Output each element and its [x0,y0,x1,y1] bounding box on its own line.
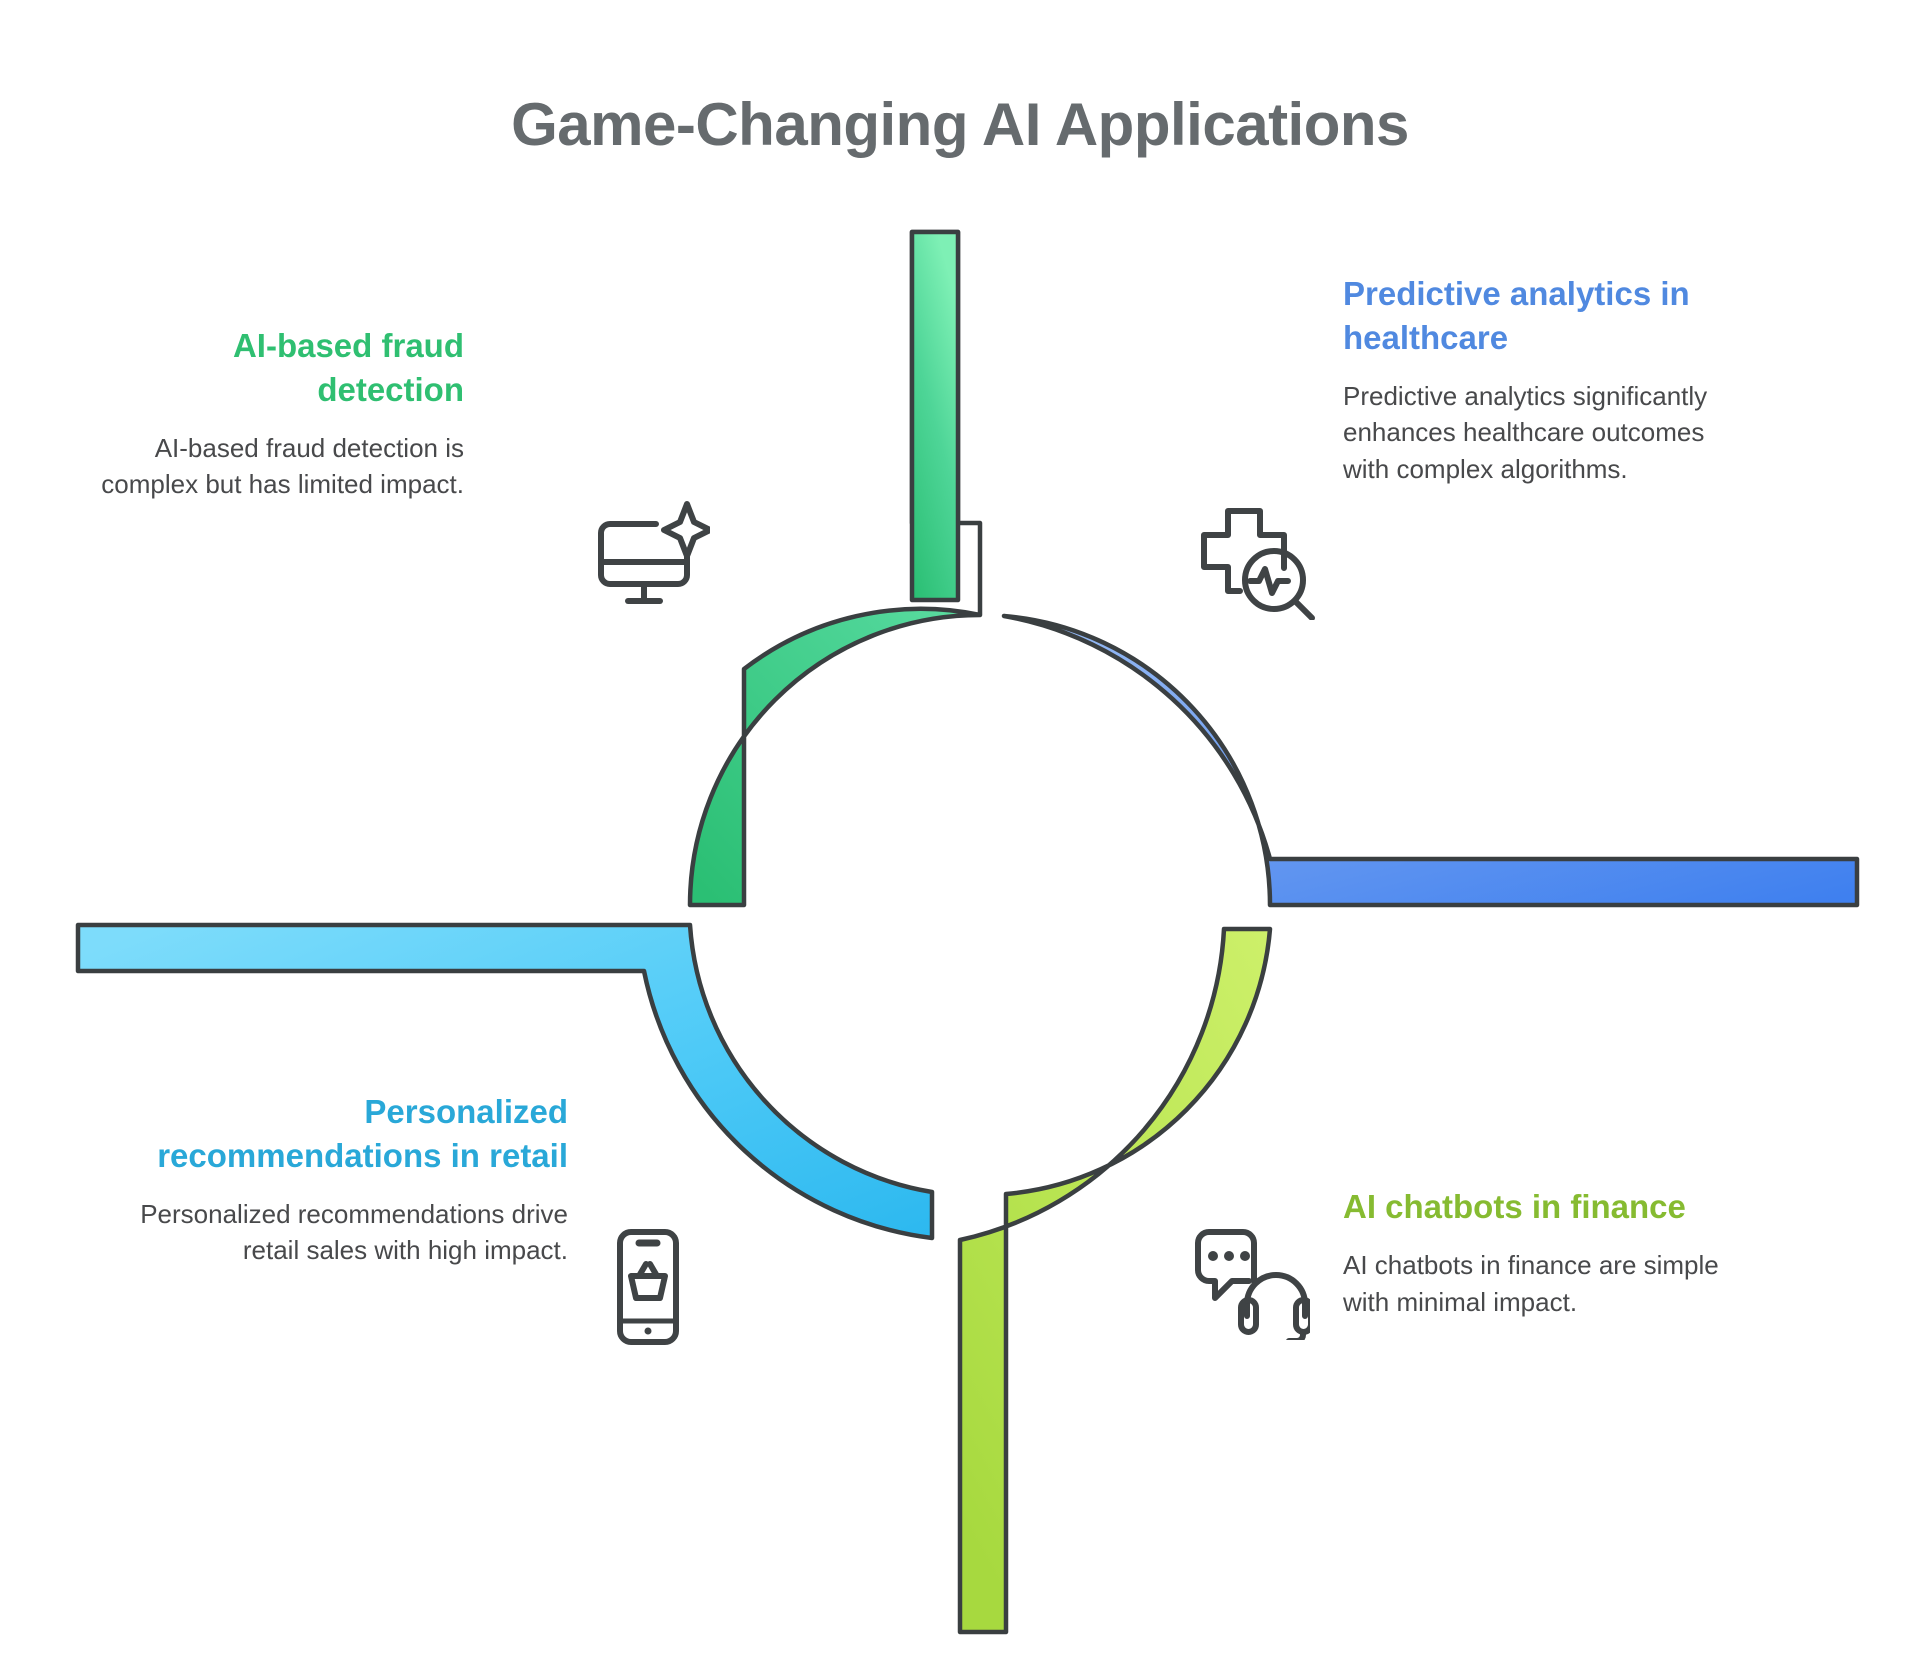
quadrant-healthcare-body: Predictive analytics significantly enhan… [1343,380,1708,485]
quadrant-retail-body: Personalized recommendations drive retai… [140,1198,568,1266]
quadrant-healthcare-heading: Predictive analytics in healthcare [1343,275,1690,356]
chat-headset-icon [1192,1228,1314,1345]
arc-tail-fraud [909,229,961,603]
quadrant-chatbots: AI chatbots in finance AI chatbots in fi… [1343,1185,1771,1320]
quadrant-fraud-heading: AI-based fraud detection [232,327,464,408]
page-title: Game-Changing AI Applications [511,91,1409,159]
quadrant-retail-heading: Personalized recommendations in retail [157,1093,568,1174]
health-scan-icon [1200,508,1318,625]
quadrant-fraud: AI-based fraud detection AI-based fraud … [96,324,464,503]
monitor-sparkle-icon [594,500,713,617]
quadrant-healthcare: Predictive analytics in healthcare Predi… [1343,272,1743,488]
arc-segment-healthcare [1001,613,1860,908]
arc-segment-chatbots [957,926,1273,1635]
quadrant-chatbots-heading: AI chatbots in finance [1343,1188,1686,1225]
quadrant-retail: Personalized recommendations in retail P… [96,1090,568,1269]
arc-segment-retail [75,922,935,1241]
quadrant-chatbots-body: AI chatbots in finance are simple with m… [1343,1249,1719,1317]
phone-basket-icon [615,1228,687,1351]
quadrant-fraud-body: AI-based fraud detection is complex but … [101,432,464,500]
